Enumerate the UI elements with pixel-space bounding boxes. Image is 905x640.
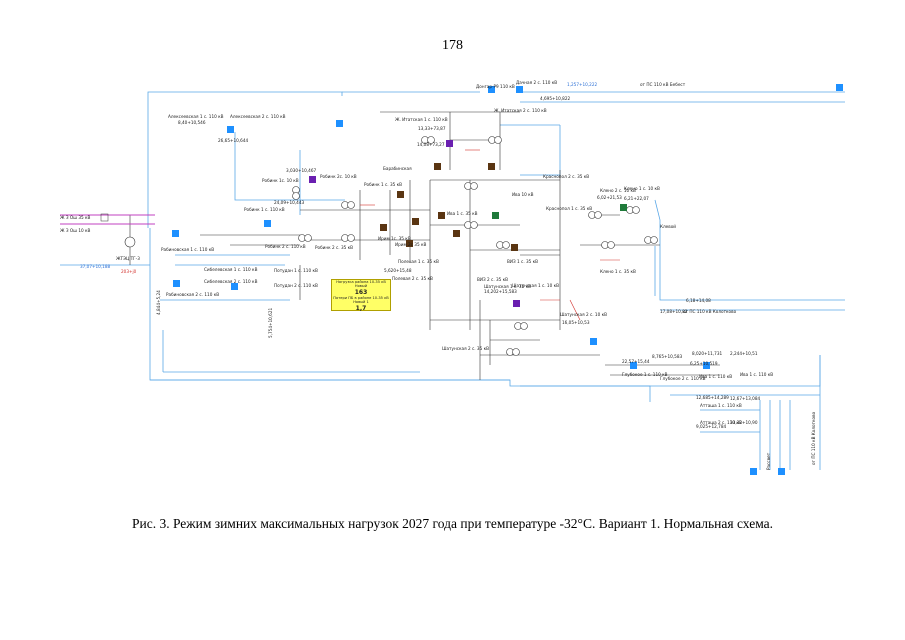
label-pot-1: Потудан 1 с. 110 кВ [274,268,318,273]
summary-subtitle: Потери ПБ в районе 10-35 кВ Новый 1 [333,295,389,305]
label-flow-26: 12,67+13,084 [730,396,760,401]
label-glub-1: Глубокое 1 с. 110 кВ [622,372,668,377]
label-robink-2-35: Робинк 2 с. 35 кВ [315,245,353,250]
label-klevo-35: Клено 1 с. 35 кВ [600,269,636,274]
diagram-labels: Донгар-Р9 110 кВ Дачная 2 с. 110 кВ 1,25… [60,80,816,470]
label-klevo-2: Клено 2 с. 10 кВ [600,188,636,193]
label-klevo-1: Клено 1 с. 10 кВ [624,186,660,191]
figure-caption: Рис. 3. Режим зимних максимальных нагруз… [131,516,774,531]
label-flow-23: 6,25+10,519 [690,361,718,366]
label-flow-25: 9,025+12,784 [696,424,726,429]
label-attasha-2: Атташа 2 с. 110 кВ [700,420,742,425]
label-itat-2: Ж. Итатская 2 с. 110 кВ [494,108,547,113]
label-flow-15: 4,844+5,24 [156,290,161,315]
label-flow-7: 14,08+73,27 [417,142,445,147]
label-shat-35-2: Шатунская 2 с. 35 кВ [442,346,489,351]
label-rabin-2: Рабиновская 2 с. 110 кВ [166,292,219,297]
label-barabinskaya: Барабинская [383,166,412,171]
label-flow-11: 6,21+22,07 [624,196,649,201]
label-flow-19: 8,765+10,583 [652,354,682,359]
substation-wiring [129,111,720,380]
label-viz-2: ВИЗ 2 с. 35 кВ [477,277,508,282]
label-shat-10-2: Шатунская 2 с. 10 кВ [560,312,607,317]
label-flow-9: 24,09+10,443 [274,200,304,205]
magenta-buses [60,214,155,225]
label-flow-20: 22,57+15,44 [622,359,650,364]
label-donovo-r9: Донгар-Р9 110 кВ [476,84,515,89]
label-shat-10-1: Шатунская 1 с. 10 кВ [512,283,559,288]
label-klevoi: Клевой [660,224,676,229]
label-flow-22: 2,244+10,51 [730,351,758,356]
label-aleks-2: Алексеевская 2 с. 110 кВ [230,114,286,119]
label-itat-1: Ж. Итатская 1 с. 110 кВ [395,117,448,122]
label-flow-27: 33,32+10,90 [730,420,758,425]
summary-box: Нагрузка района 10-35 кВ Новый 163 Потер… [331,279,391,312]
label-dachnaya: Дачная 2 с. 110 кВ [516,80,557,85]
label-from-kolotkovo-2: от ПС 110 кВ Колотково [811,411,816,465]
label-flow-16: 5,620+15,48 [384,268,412,273]
label-krasnopol-2: Краснопол 2 с. 35 кВ [543,174,589,179]
label-flow-5: 26,65+10,644 [218,138,248,143]
label-flow-17: 14,202+15,583 [484,289,517,294]
label-krasnopol-1: Краснопол 1 с. 35 кВ [546,206,592,211]
label-irim-2: Ирим 2с 35 кВ [395,242,426,247]
label-robink-1-35: Робинк 1 с. 35 кВ [364,182,402,187]
label-shat-35-1: Шатунская 1 с. 35 кВ [484,284,531,289]
transmission-lines [60,91,845,470]
label-pol-2: Полевая 2 с. 35 кВ [392,276,433,281]
label-flow-10: 6,02+21,53 [597,195,622,200]
red-segments [360,149,620,321]
label-flow-13: 203+j0 [121,269,137,274]
label-flow-3: 4,695+10,822 [540,96,570,101]
label-flow-1: 1,257+10,222 [567,82,597,87]
summary-title: Нагрузка района 10-35 кВ Новый [336,280,386,289]
label-flow-21: 8,020+11,731 [692,351,722,356]
label-flow-29: 17,08+10,82 [660,309,688,314]
label-viz-1: ВИЗ 1 с. 35 кВ [507,259,538,264]
label-flow-4: 8,40+10,546 [178,120,206,125]
label-iva-10: Ива 10 кВ [512,192,534,197]
label-rabin-1: Рабиновская 1 с. 110 кВ [161,247,214,252]
label-flow-14: 5,754+10,621 [268,308,273,338]
label-flow-8: 3,030+10,467 [286,168,316,173]
label-robink-2-10: Робинк 2с. 10 кВ [320,174,357,179]
label-flow-24: 12,685+14,289 [696,395,729,400]
label-iva-35: Ива 1 с. 35 кВ [447,211,478,216]
label-flow-18: 16,05+10,53 [562,320,590,325]
label-robink-110-2: Робинк 2 с. 110 кВ [265,244,306,249]
page-number: 178 [442,38,463,53]
label-rassvet: Рассвет [766,452,771,470]
label-glub-2: Глубокое 2 с. 110 кВ [660,376,706,381]
label-tec: ЖТЭЦ ТГ-3 [116,256,140,261]
label-pot-2: Потудан 2 с. 110 кВ [274,283,318,288]
label-pol-1: Полевая 1 с. 35 кВ [398,259,439,264]
label-aleks-1: Алексеевская 1 с. 110 кВ [168,114,224,119]
label-flow-6: 13,33+73,87 [418,126,446,131]
label-sib-1: Сибелевская 1 с. 110 кВ [204,267,258,272]
label-from-kolotkovo: от ПС 110 кВ Колотково [683,309,737,314]
label-iva-110-1: Ива 1 с. 110 кВ [699,374,732,379]
summary-value-2: 1,7 [355,304,367,312]
label-flow-12: 37,07+10,188 [80,264,110,269]
label-sib-2: Сибелевская 2 с. 110 кВ [204,279,258,284]
label-from-bebest: от ПС 110 кВ Бебест [640,82,686,87]
label-robink-1-10: Робинк 1с. 10 кВ [262,178,299,183]
summary-value-1: 163 [354,288,368,296]
label-flow-28: 6,18+14,08 [686,298,711,303]
label-irim-1: Ирим 1с. 35 кВ [378,236,411,241]
label-zab-10: Ж З Ош 10 кВ [60,228,91,233]
substation-nodes [100,84,843,475]
label-robink-110-1: Робинк 1 с. 110 кВ [244,207,285,212]
label-iva-110-2: Ива 1 с. 110 кВ [740,372,773,377]
transformers [124,136,658,356]
label-attasha-1: Атташа 1 с. 110 кВ [700,403,742,408]
label-zab-35: Ж З Ош 35 кВ [60,215,91,220]
